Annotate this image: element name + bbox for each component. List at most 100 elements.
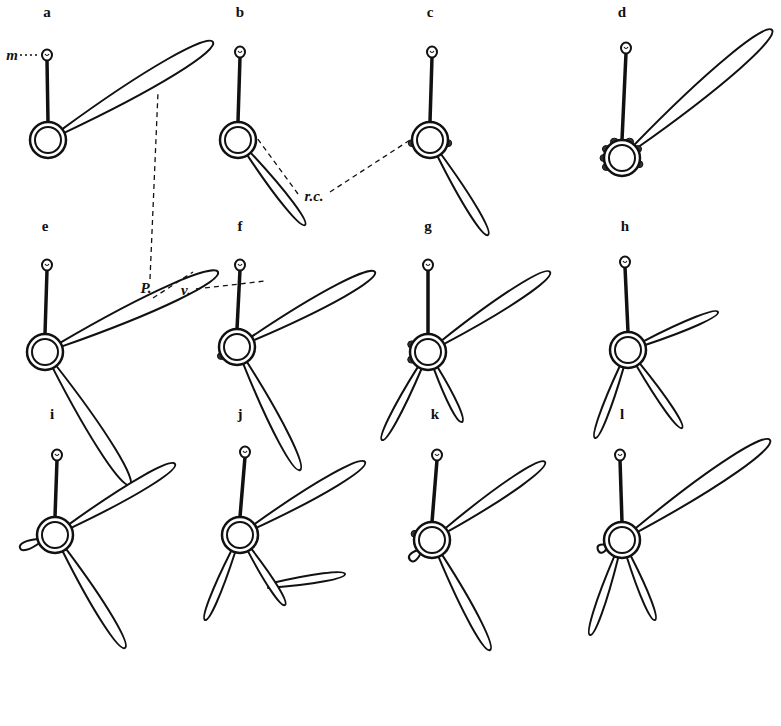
ring-outer [410, 334, 446, 370]
petal [201, 549, 237, 621]
ring-outer [37, 517, 73, 553]
knob [620, 257, 630, 268]
knob-mark [238, 51, 242, 53]
ring-inner [609, 527, 635, 553]
stalk [620, 460, 622, 522]
petal [57, 264, 222, 352]
figure-letter: h [621, 219, 629, 234]
knob-mark [238, 264, 242, 266]
petal [48, 362, 136, 488]
ring-inner [227, 522, 253, 548]
leader-line [196, 281, 265, 289]
ring-outer [27, 334, 63, 370]
stalk [240, 457, 245, 517]
ring-inner [225, 127, 251, 153]
petal [59, 546, 130, 651]
knob-mark [623, 261, 627, 263]
figure-letter: k [431, 407, 439, 422]
stalk [432, 460, 437, 522]
leader-line [20, 54, 40, 55]
leader-line [330, 140, 410, 192]
stalk [45, 270, 47, 334]
part-label: P. [141, 281, 152, 296]
flower-figure [201, 447, 368, 622]
ring-inner [415, 339, 441, 365]
knob [427, 47, 437, 58]
knob-mark [45, 264, 49, 266]
petal [58, 35, 217, 139]
petal [629, 23, 777, 153]
petal [249, 266, 379, 345]
petal [642, 308, 720, 347]
ring-outer [30, 122, 66, 158]
leader-line [257, 138, 298, 194]
figure-letter: e [42, 219, 49, 234]
figure-letter: b [236, 5, 244, 20]
stalk [426, 270, 430, 334]
figure-letter: j [238, 407, 243, 422]
petal [378, 365, 424, 442]
figure-letter: d [618, 5, 626, 20]
flower-figure [27, 260, 222, 489]
petal [432, 365, 466, 423]
knob [235, 260, 245, 271]
knob [423, 260, 433, 271]
figure-letter: g [424, 219, 432, 234]
knob [52, 450, 62, 461]
petal [245, 150, 309, 228]
knob-mark [243, 451, 247, 453]
petal [634, 362, 685, 431]
flower-figure [19, 450, 179, 652]
part-label: v. [181, 283, 191, 298]
flower-figure [600, 23, 778, 176]
knob-mark [55, 454, 59, 456]
petal [586, 555, 621, 637]
flower-figure [591, 257, 720, 440]
petal [439, 266, 554, 348]
ring-inner [419, 527, 445, 553]
flower-figure [220, 47, 309, 228]
leader-line [153, 272, 193, 298]
ring-outer [610, 332, 646, 368]
stalk [625, 267, 628, 332]
flower-figure [407, 450, 548, 653]
ring-inner [224, 334, 250, 360]
petal [66, 459, 178, 532]
petal [246, 547, 289, 607]
figure-letter: l [620, 407, 624, 422]
stalk [430, 57, 432, 122]
ring-inner [35, 127, 61, 153]
stalk [238, 57, 240, 122]
petal [435, 152, 493, 238]
knob [615, 450, 625, 461]
flower-figure [30, 35, 217, 158]
knob [42, 260, 52, 271]
petal [625, 554, 659, 621]
petal [435, 552, 495, 652]
knob-mark [624, 47, 628, 49]
figure-letter: c [427, 5, 434, 20]
stalk [55, 460, 57, 517]
knob-mark [618, 454, 622, 456]
flower-figure [217, 260, 378, 473]
ring-outer [412, 122, 448, 158]
stalk [47, 60, 48, 122]
leader-line [150, 92, 158, 279]
ring-inner [32, 339, 58, 365]
petal [239, 359, 305, 473]
flower-figure [586, 433, 775, 636]
petal [631, 433, 774, 537]
knob-mark [430, 51, 434, 53]
ring-outer [219, 329, 255, 365]
knob [240, 447, 250, 458]
ring-inner [417, 127, 443, 153]
knob-mark [45, 54, 49, 56]
figure-letter: a [43, 5, 51, 20]
ring-outer [220, 122, 256, 158]
figure-letter: f [238, 219, 243, 234]
ring-inner [615, 337, 641, 363]
part-label: m [6, 48, 18, 63]
flower-figure [378, 260, 553, 443]
